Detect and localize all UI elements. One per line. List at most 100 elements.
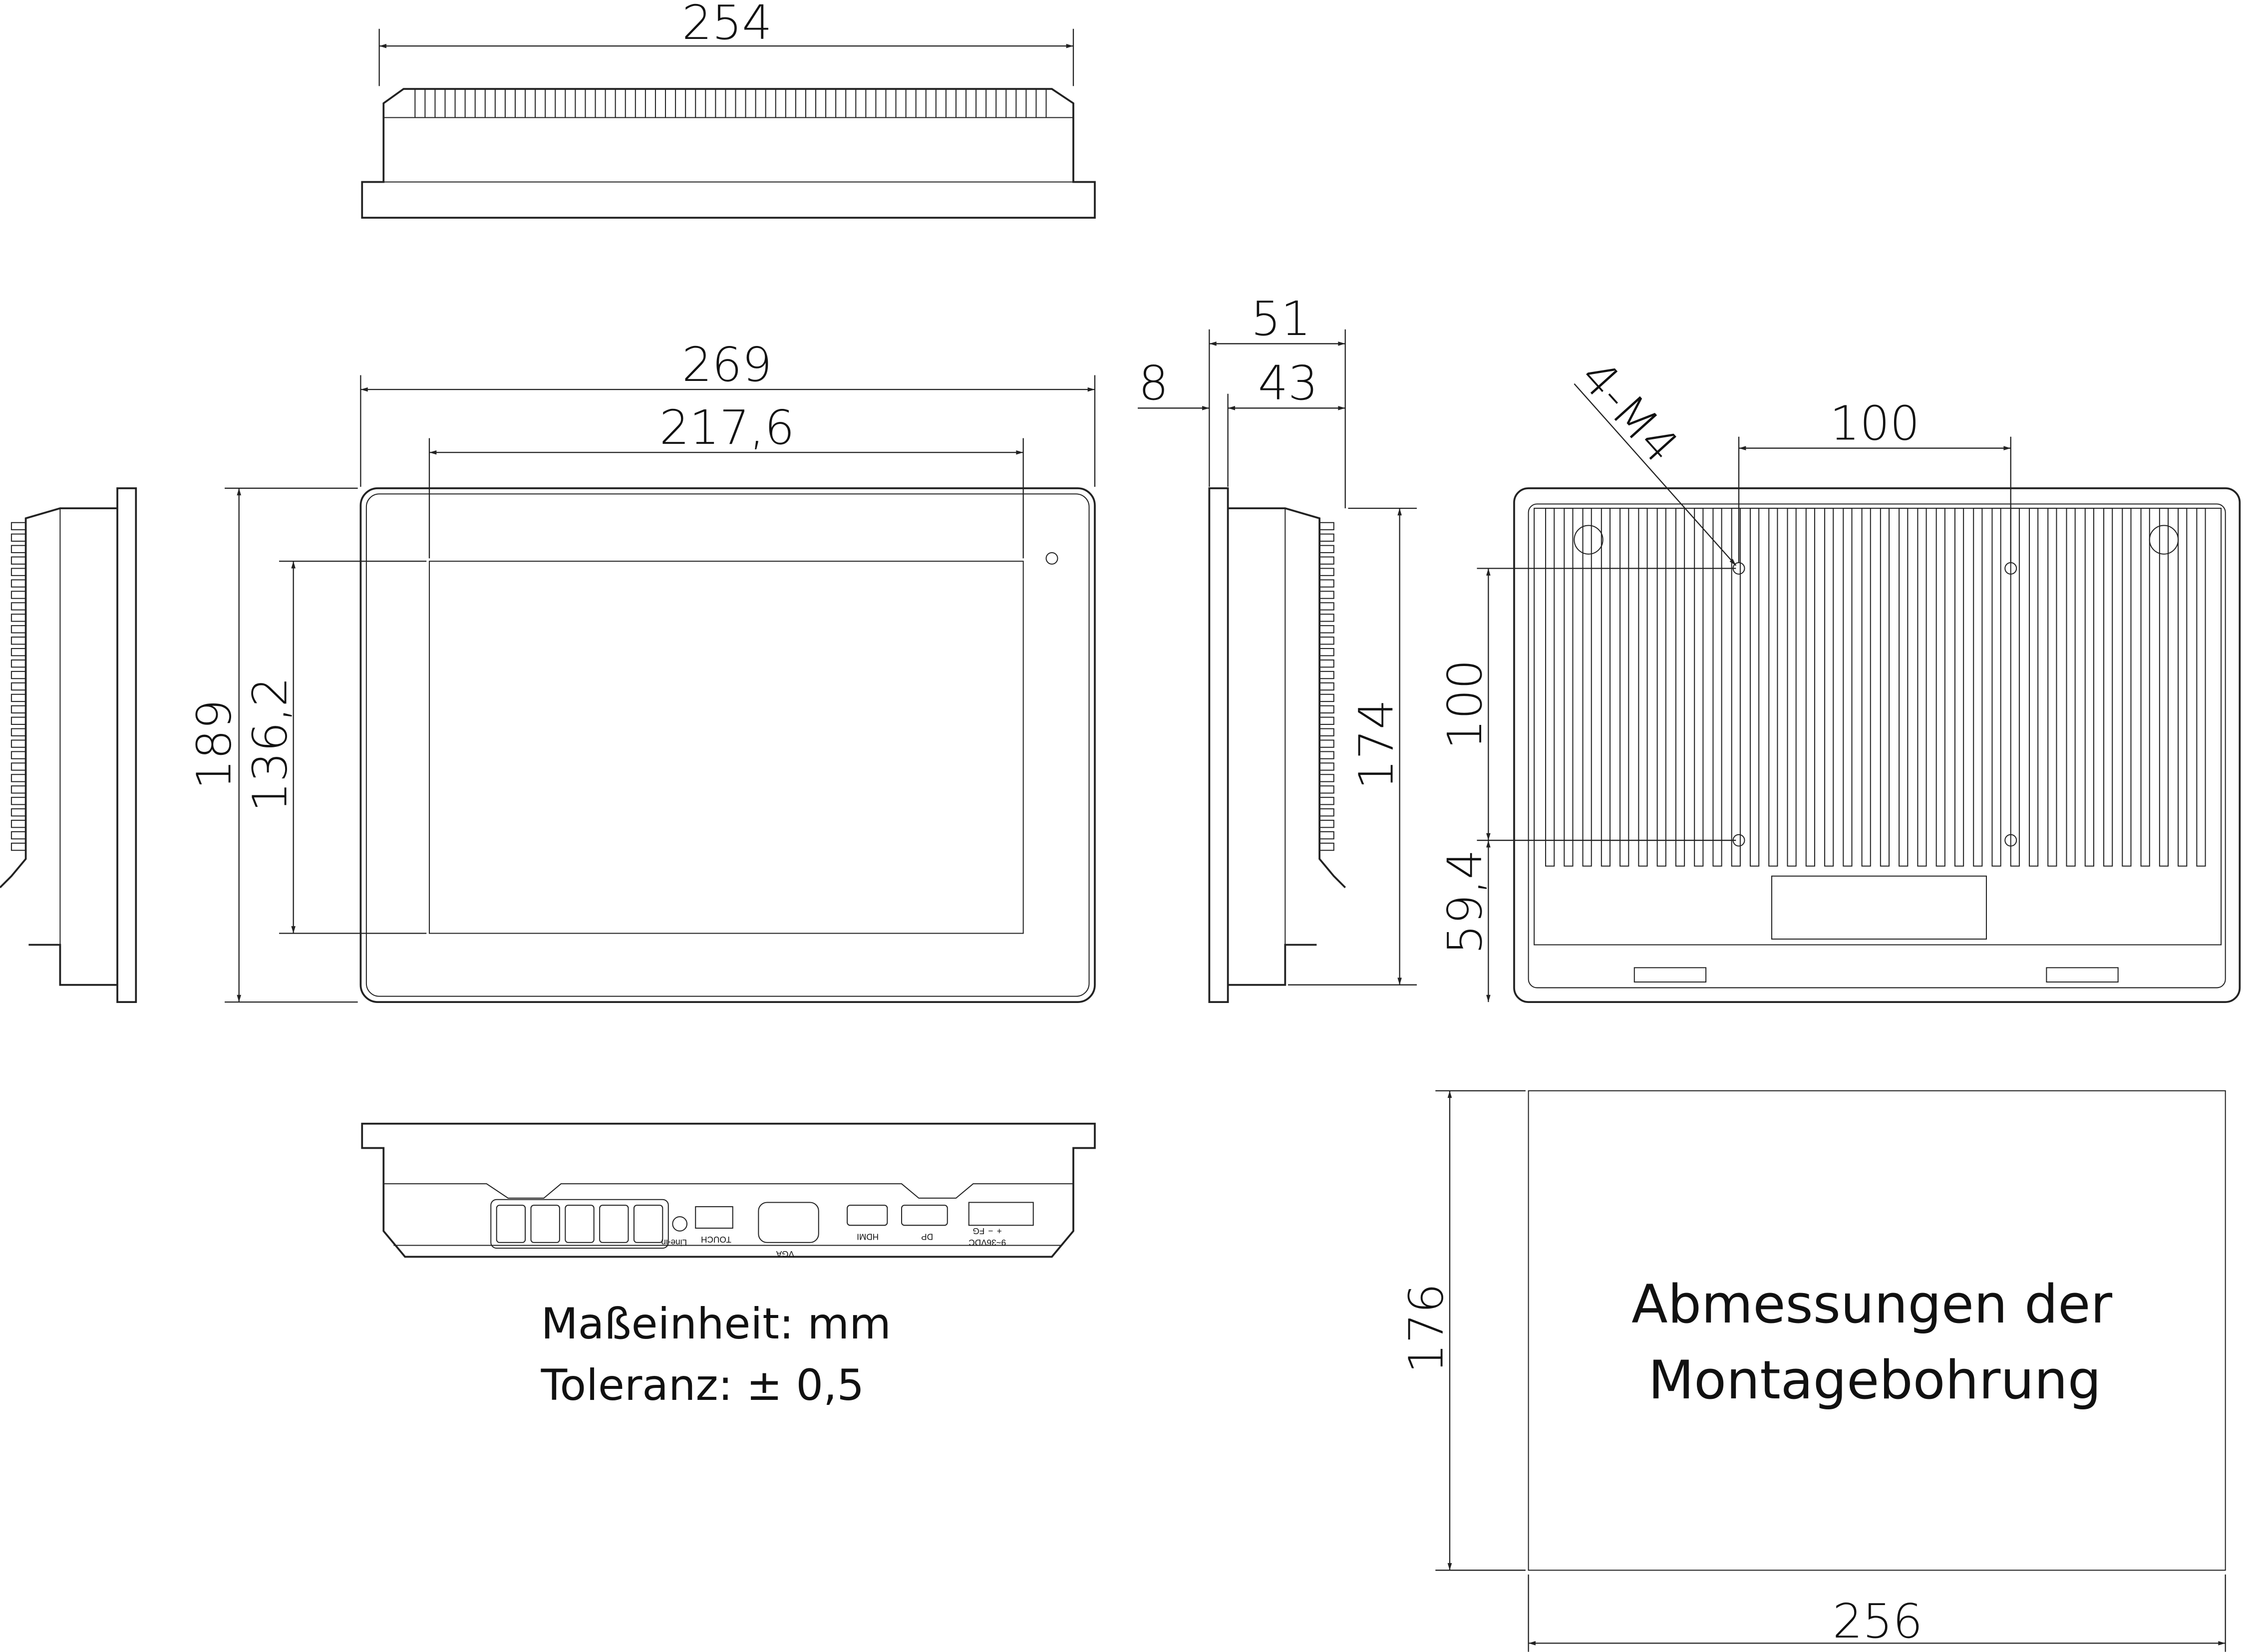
vent-tooth [1319,556,1334,565]
vent-tooth [1319,568,1334,576]
heatsink-fin [1768,508,1778,867]
vent-tooth [1319,831,1334,840]
vent-tooth [1319,728,1334,736]
vent-tooth [10,762,26,771]
vent-tooth [10,797,26,805]
vent-tooth [1319,797,1334,805]
camera-icon [1045,552,1058,565]
vent-tooth [10,670,26,679]
heatsink-fin [1749,508,1760,867]
vent-tooth [1319,762,1334,771]
heatsink-fin [1601,508,1611,867]
heatsink-fin [755,88,766,118]
vent-tooth [1319,842,1334,851]
vent-tooth [10,533,26,542]
heatsink-fin [1824,508,1834,867]
vent-tooth [1319,625,1334,634]
vent-tooth [1319,693,1334,702]
heatsink-fin [2103,508,2113,867]
heatsink-fin [1899,508,1909,867]
vent-tooth [1319,614,1334,622]
panel-button [530,1205,560,1243]
heatsink-fin [2066,508,2076,867]
heatsink-fin [1694,508,1704,867]
vent-tooth [10,556,26,565]
dim-side-body-depth: 43 [1258,356,1318,411]
dim-rear-thread: 4-M4 [1569,349,1689,474]
vent-tooth [1319,591,1334,599]
vent-tooth [10,579,26,588]
unit-note: Maßeinheit: mm [541,1299,891,1349]
heatsink-fin [895,88,907,118]
heatsink-fin [494,88,506,118]
heatsink-fin [1035,88,1047,118]
vent-tooth [10,568,26,576]
vent-tooth [10,625,26,634]
vent-tooth [1319,579,1334,588]
vent-tooth [1319,659,1334,668]
heatsink-fin [1917,508,1927,867]
port-fg-label: FG [972,1226,984,1236]
heatsink-fin [855,88,867,118]
dim-front-screen-width: 217,6 [659,400,795,455]
heatsink-fin [635,88,646,118]
dim-side-total-depth: 51 [1251,292,1311,346]
heatsink-fin [735,88,746,118]
vent-tooth [1319,808,1334,817]
vent-tooth [10,728,26,736]
heatsink-fin [535,88,546,118]
dim-side-bezel-depth: 8 [1138,356,1168,411]
cutout-label-line1: Abmessungen der [1631,1274,2112,1335]
heatsink-fin [835,88,847,118]
panel-button [565,1205,595,1243]
heatsink-fin [1954,508,1964,867]
vent-tooth [10,774,26,782]
heatsink-fin [575,88,586,118]
bottom-view: Line-in TOUCH VGA HDMI DP + − FG 9~36VDC [361,1122,1096,1259]
heatsink-fin [1787,508,1797,867]
vent-tooth [1319,716,1334,725]
front-view: 269 217,6 189 136,2 [187,337,1096,1003]
right-side-view: 51 8 43 174 [1138,292,1417,1003]
mounting-cutout: Abmessungen der Montagebohrung 176 256 [1399,1090,2226,1652]
heatsink-fin [995,88,1007,118]
heatsink-fin [1015,88,1027,118]
heatsink-fin [595,88,606,118]
panel-button [496,1205,526,1243]
heatsink-fin [915,88,927,118]
vent-tooth [10,659,26,668]
heatsink-fin [1935,508,1945,867]
vent-tooth [1319,751,1334,759]
panel-button [633,1205,663,1243]
top-view: 254 [361,0,1096,219]
vent-tooth [10,831,26,840]
port-vga-label: VGA [776,1249,794,1259]
heatsink-fin [414,88,426,118]
dim-rear-hole-offset: 59,4 [1438,849,1493,955]
heatsink-fin [1712,508,1722,867]
dim-front-outer-height: 189 [187,699,242,790]
vent-tooth [10,648,26,657]
vent-tooth [1319,637,1334,645]
vent-tooth [1319,533,1334,542]
heatsink-fin [715,88,726,118]
vent-tooth [10,716,26,725]
heatsink-fin [555,88,566,118]
heatsink-fin [2178,508,2188,867]
heatsink-fin [1805,508,1815,867]
port-hdmi-label: HDMI [857,1232,879,1242]
vent-tooth [1319,670,1334,679]
heatsink-fin [654,88,666,118]
vent-tooth [10,682,26,691]
port-minus-label: − [988,1226,993,1236]
vent-tooth [1319,820,1334,828]
tolerance-note: Toleranz: ± 0,5 [541,1360,865,1410]
vent-tooth [10,602,26,611]
port-dp-label: DP [921,1232,933,1242]
heatsink-fin [2047,508,2057,867]
heatsink-fin [1973,508,1983,867]
heatsink-fin [1675,508,1685,867]
dim-side-body-height: 174 [1349,699,1404,790]
heatsink-fin [935,88,947,118]
